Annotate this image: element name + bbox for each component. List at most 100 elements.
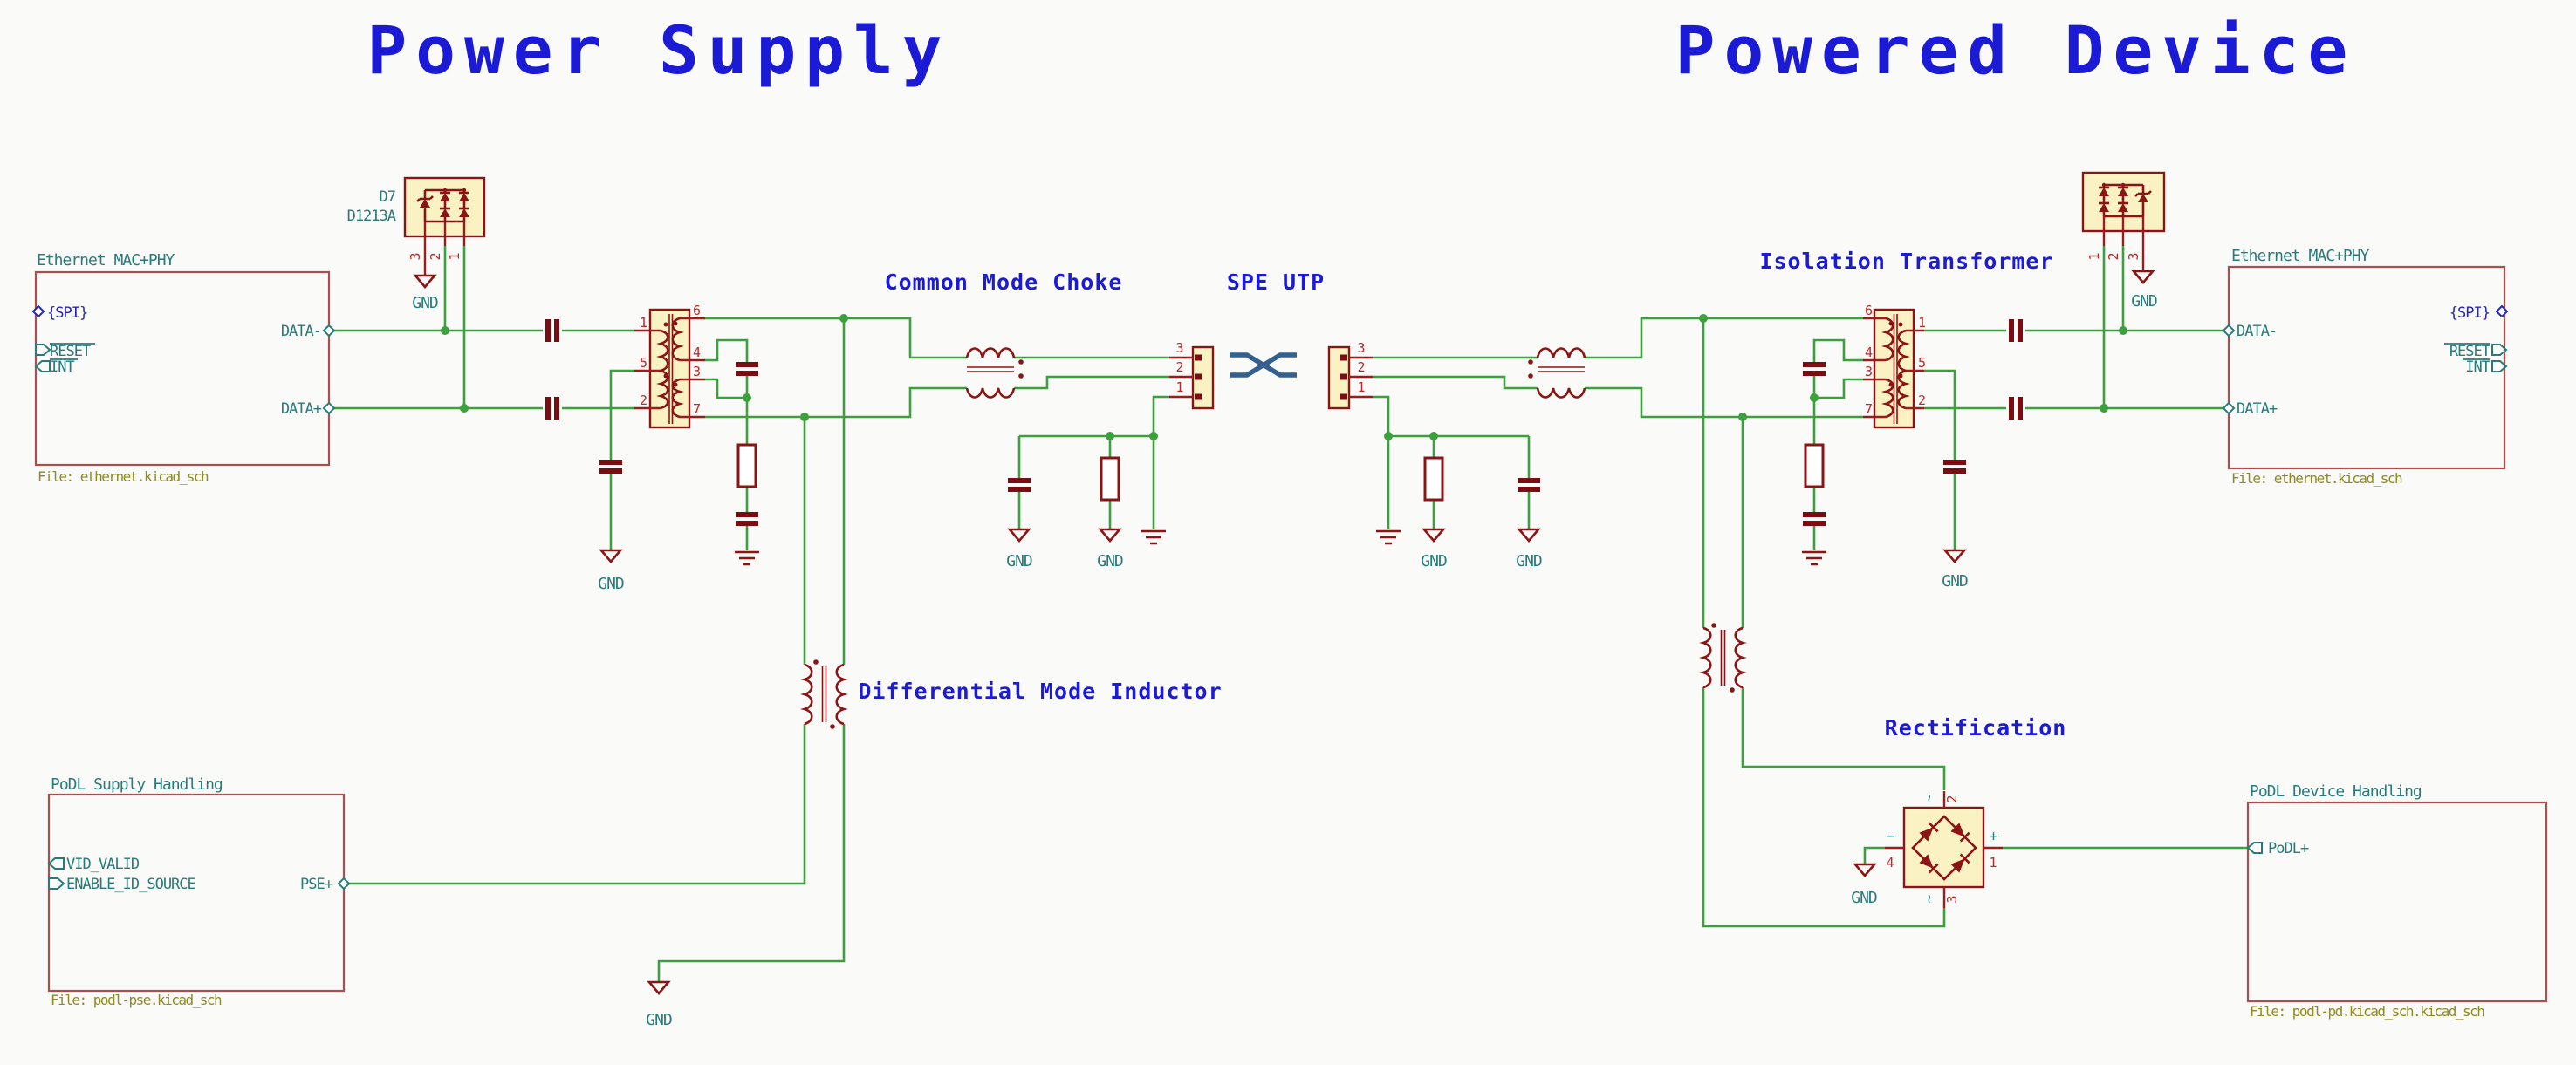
component-ref: D7 [380,188,395,206]
connector-pin-numbers: 3 2 1 3 2 1 [1175,340,1365,395]
sheet-ethernet-right [2222,265,2509,470]
gnd-label: GND [646,1011,672,1029]
sheet-name: PoDL Supply Handling [51,775,223,794]
gnd-label: GND [1097,552,1123,570]
label-isolation-transformer: Isolation Transformer [1759,249,2053,274]
differential-mode-inductor-right [1699,623,1747,693]
bridge-pin-numbers: 2 ~ 3 ~ 4 − 1 + [1886,795,1998,904]
sheet-name: Ethernet MAC+PHY [2231,247,2370,265]
common-mode-choke-left [965,347,1024,399]
bridge-rectifier [1885,791,2003,908]
sheet-pin-int [2491,360,2508,372]
pin-number: 4 [693,345,701,360]
pin-number: 4 [1886,855,1894,870]
gnd-label: GND [412,294,438,312]
pin-number: 7 [1865,401,1873,417]
isolation-transformer-left [634,308,705,429]
spe-connector-left [1169,345,1215,410]
pin-number: 1 [640,315,647,331]
transformer-pin-numbers: 1 5 2 6 4 3 7 6 4 3 7 1 5 2 [640,303,1926,417]
pin-number: 2 [1357,359,1365,375]
pin-number: 1 [1989,855,1997,870]
pin-number: 5 [1918,355,1926,371]
tvs-pin-numbers: 3 2 1 1 2 3 [408,252,2141,260]
plus-mark: + [1989,828,1997,845]
hier-diamond-spi [2495,304,2509,318]
sheet-name: Ethernet MAC+PHY [37,251,175,270]
sheet-pin-data-plus [322,401,336,415]
sheet-file: File: podl-pse.kicad_sch [51,992,222,1008]
sheet-pin-pse-plus [337,877,351,891]
sheet-file: File: podl-pd.kicad_sch.kicad_sch [2250,1003,2484,1020]
pin-number: 2 [1175,359,1183,375]
pin-label-spi: {SPI} [2449,304,2490,322]
sheet-pin-vid-valid [47,857,65,870]
sheet-podl-pd [2246,801,2548,1003]
sheet-pin-int [34,360,51,372]
pin-number: 1 [1175,379,1183,395]
differential-mode-inductor-left [800,659,848,729]
pin-label-vid-valid: VID_VALID [66,856,140,873]
component-value: D1213A [347,208,396,225]
pin-number: 1 [1357,379,1365,395]
wires-powered-device-side [1373,246,2248,928]
minus-mark: − [1886,828,1894,845]
pin-label-spi: {SPI} [47,304,87,322]
tvs-diode-array-right [2081,171,2166,270]
pin-label-pse-plus: PSE+ [300,876,333,893]
pin-label-reset: RESET [50,343,91,360]
pin-number: 2 [428,252,443,260]
gnd-label: GND [1516,552,1542,570]
resistor [1804,443,1825,488]
twisted-pair-icon [1230,352,1297,378]
pin-number: 4 [1865,345,1873,360]
sheet-pin-podl-plus [2246,842,2263,854]
pin-label-enable-id-source: ENABLE_ID_SOURCE [66,876,196,893]
pin-number: 3 [1865,364,1873,379]
pin-number: 3 [1357,340,1365,356]
label-common-mode-choke: Common Mode Choke [885,270,1123,295]
pin-number: 3 [1175,340,1183,356]
pin-label-data-plus: DATA+ [2237,400,2278,418]
ac-mark: ~ [1921,795,1938,803]
pin-number: 3 [2126,252,2141,260]
hier-diamond-spi [31,304,45,318]
pin-number: 3 [693,364,701,379]
gnd-labels: GND GND GND GND GND GND GND GND GND GND [412,292,2158,1029]
pin-number: 3 [408,252,423,260]
sheet-pin-reset [2491,344,2508,356]
resistor [1100,456,1120,502]
page-title-left: Power Supply [367,11,950,89]
sheet-pin-reset [35,344,51,356]
sheet-pin-enable-id-source [48,877,65,890]
gnd-label: GND [1851,889,1877,907]
sheet-podl-pse [47,793,351,993]
pin-number: 3 [1944,895,1960,903]
label-differential-mode-inductor: Differential Mode Inductor [858,679,1222,704]
pin-label-reset: RESET [2449,343,2490,360]
sheet-pin-data-plus [2222,401,2236,415]
pin-number: 1 [1918,315,1926,331]
common-mode-choke-right [1528,347,1586,399]
pin-label-data-minus: DATA- [281,323,321,340]
sheet-file: File: ethernet.kicad_sch [2231,470,2402,487]
ac-mark: ~ [1921,895,1938,904]
label-spe-utp: SPE UTP [1227,270,1325,295]
pin-number: 2 [1944,795,1960,802]
sheet-name: PoDL Device Handling [2250,782,2422,801]
gnd-label: GND [1421,552,1447,570]
sheet-ethernet-left [31,270,336,467]
tvs-diode-array-left-D7 [403,176,486,276]
gnd-label: GND [2131,292,2157,311]
pin-label-int: INT [2465,358,2490,376]
page-title-right: Powered Device [1675,11,2357,89]
gnd-label: GND [1942,572,1968,591]
sheet-file: File: ethernet.kicad_sch [38,468,209,485]
pin-number: 2 [2106,252,2121,260]
pin-number: 2 [640,393,647,408]
pin-label-data-minus: DATA- [2237,323,2277,340]
label-rectification: Rectification [1885,715,2067,741]
pin-label-podl-plus: PoDL+ [2268,840,2309,857]
gnd-label: GND [598,575,624,593]
